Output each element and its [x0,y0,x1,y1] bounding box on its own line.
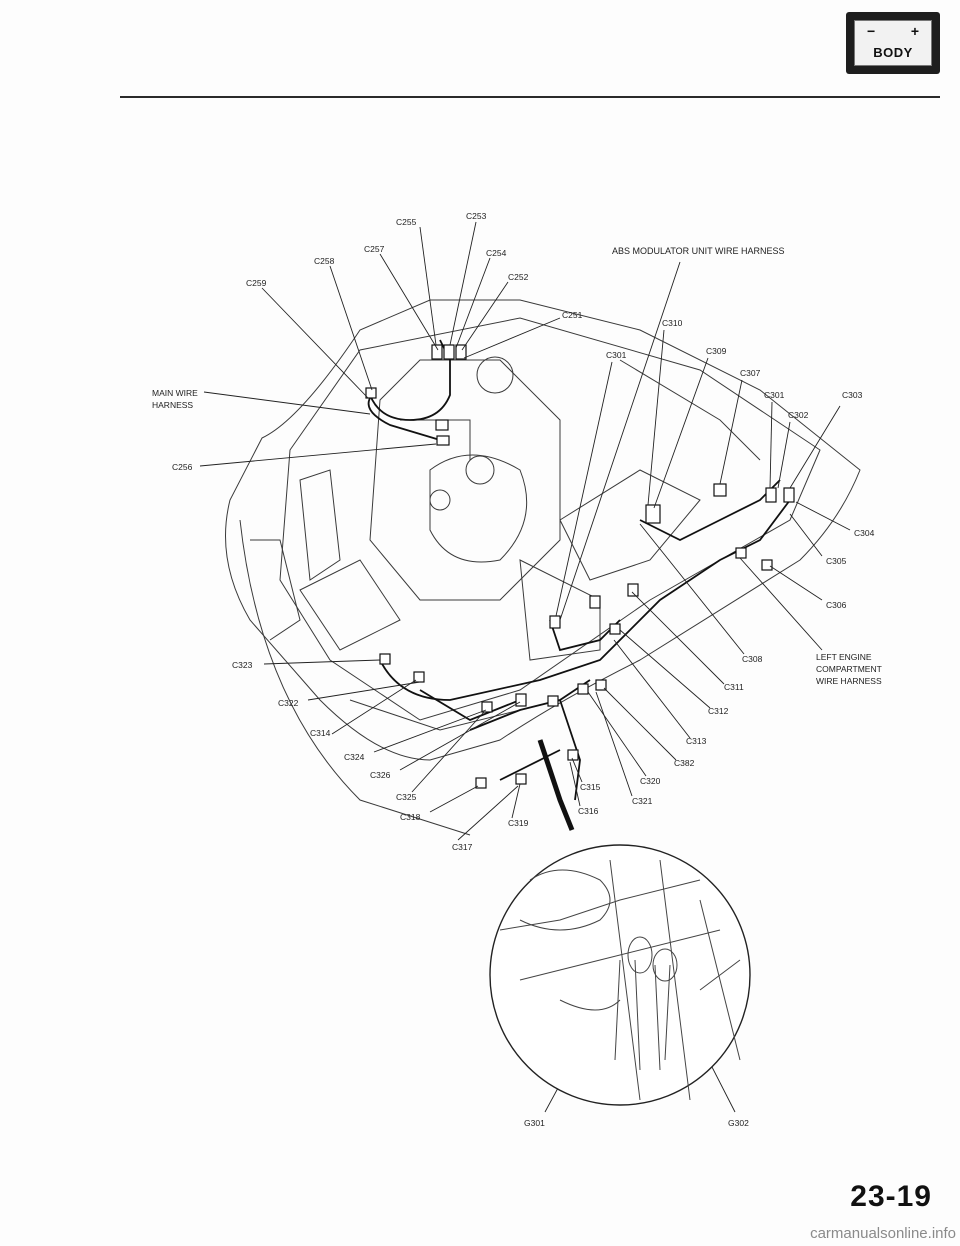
label-c259: C259 [246,278,267,288]
header-rule [120,96,940,98]
ground-detail-view [489,844,751,1106]
label-c309: C309 [706,346,727,356]
label-c315: C315 [580,782,601,792]
battery-minus-terminal: − [867,23,876,39]
label-c305: C305 [826,556,847,566]
label-c307: C307 [740,368,761,378]
label-c306: C306 [826,600,847,610]
label-c322: C322 [278,698,299,708]
label-c302: C302 [788,410,809,420]
label-left-harness-1: LEFT ENGINE [816,652,872,662]
label-g302: G302 [728,1118,749,1128]
battery-icon: − + BODY [854,20,932,66]
label-c318: C318 [400,812,421,822]
label-c316: C316 [578,806,599,816]
label-c301-right: C301 [764,390,785,400]
label-c382: C382 [674,758,695,768]
label-c252: C252 [508,272,529,282]
label-c317: C317 [452,842,473,852]
engine-compartment-drawing [225,299,861,836]
label-c321: C321 [632,796,653,806]
label-c311: C311 [724,682,744,692]
label-c325: C325 [396,792,417,802]
label-c313: C313 [686,736,707,746]
label-c310: C310 [662,318,683,328]
label-g301: G301 [524,1118,545,1128]
label-left-harness-2: COMPARTMENT [816,664,882,674]
label-c319: C319 [508,818,529,828]
watermark: carmanualsonline.info [810,1225,956,1242]
label-c326: C326 [370,770,391,780]
detail-leader-thick [537,739,575,831]
label-c324: C324 [344,752,365,762]
label-c308: C308 [742,654,763,664]
connector-labels: C255 C253 C257 C254 C258 C259 C252 C251 … [152,211,882,1128]
badge-label: BODY [873,45,913,60]
label-c303: C303 [842,390,863,400]
label-main-harness-2: HARNESS [152,400,193,410]
harness-wires [367,339,791,801]
label-c314: C314 [310,728,331,738]
label-c255: C255 [396,217,417,227]
label-left-harness-3: WIRE HARNESS [816,676,882,686]
battery-plus-terminal: + [910,23,919,39]
label-c304: C304 [854,528,875,538]
label-c253: C253 [466,211,487,221]
label-main-harness-1: MAIN WIRE [152,388,198,398]
label-c301-top: C301 [606,350,627,360]
label-c256: C256 [172,462,193,472]
body-section-badge: − + BODY [846,12,940,74]
label-c312: C312 [708,706,729,716]
page-number: 23-19 [850,1180,932,1213]
label-abs-harness: ABS MODULATOR UNIT WIRE HARNESS [612,246,785,256]
label-c254: C254 [486,248,507,258]
label-c251: C251 [562,310,583,320]
label-c323: C323 [232,660,253,670]
label-c258: C258 [314,256,335,266]
connector-shapes [365,344,795,789]
label-c257: C257 [364,244,385,254]
label-c320: C320 [640,776,661,786]
